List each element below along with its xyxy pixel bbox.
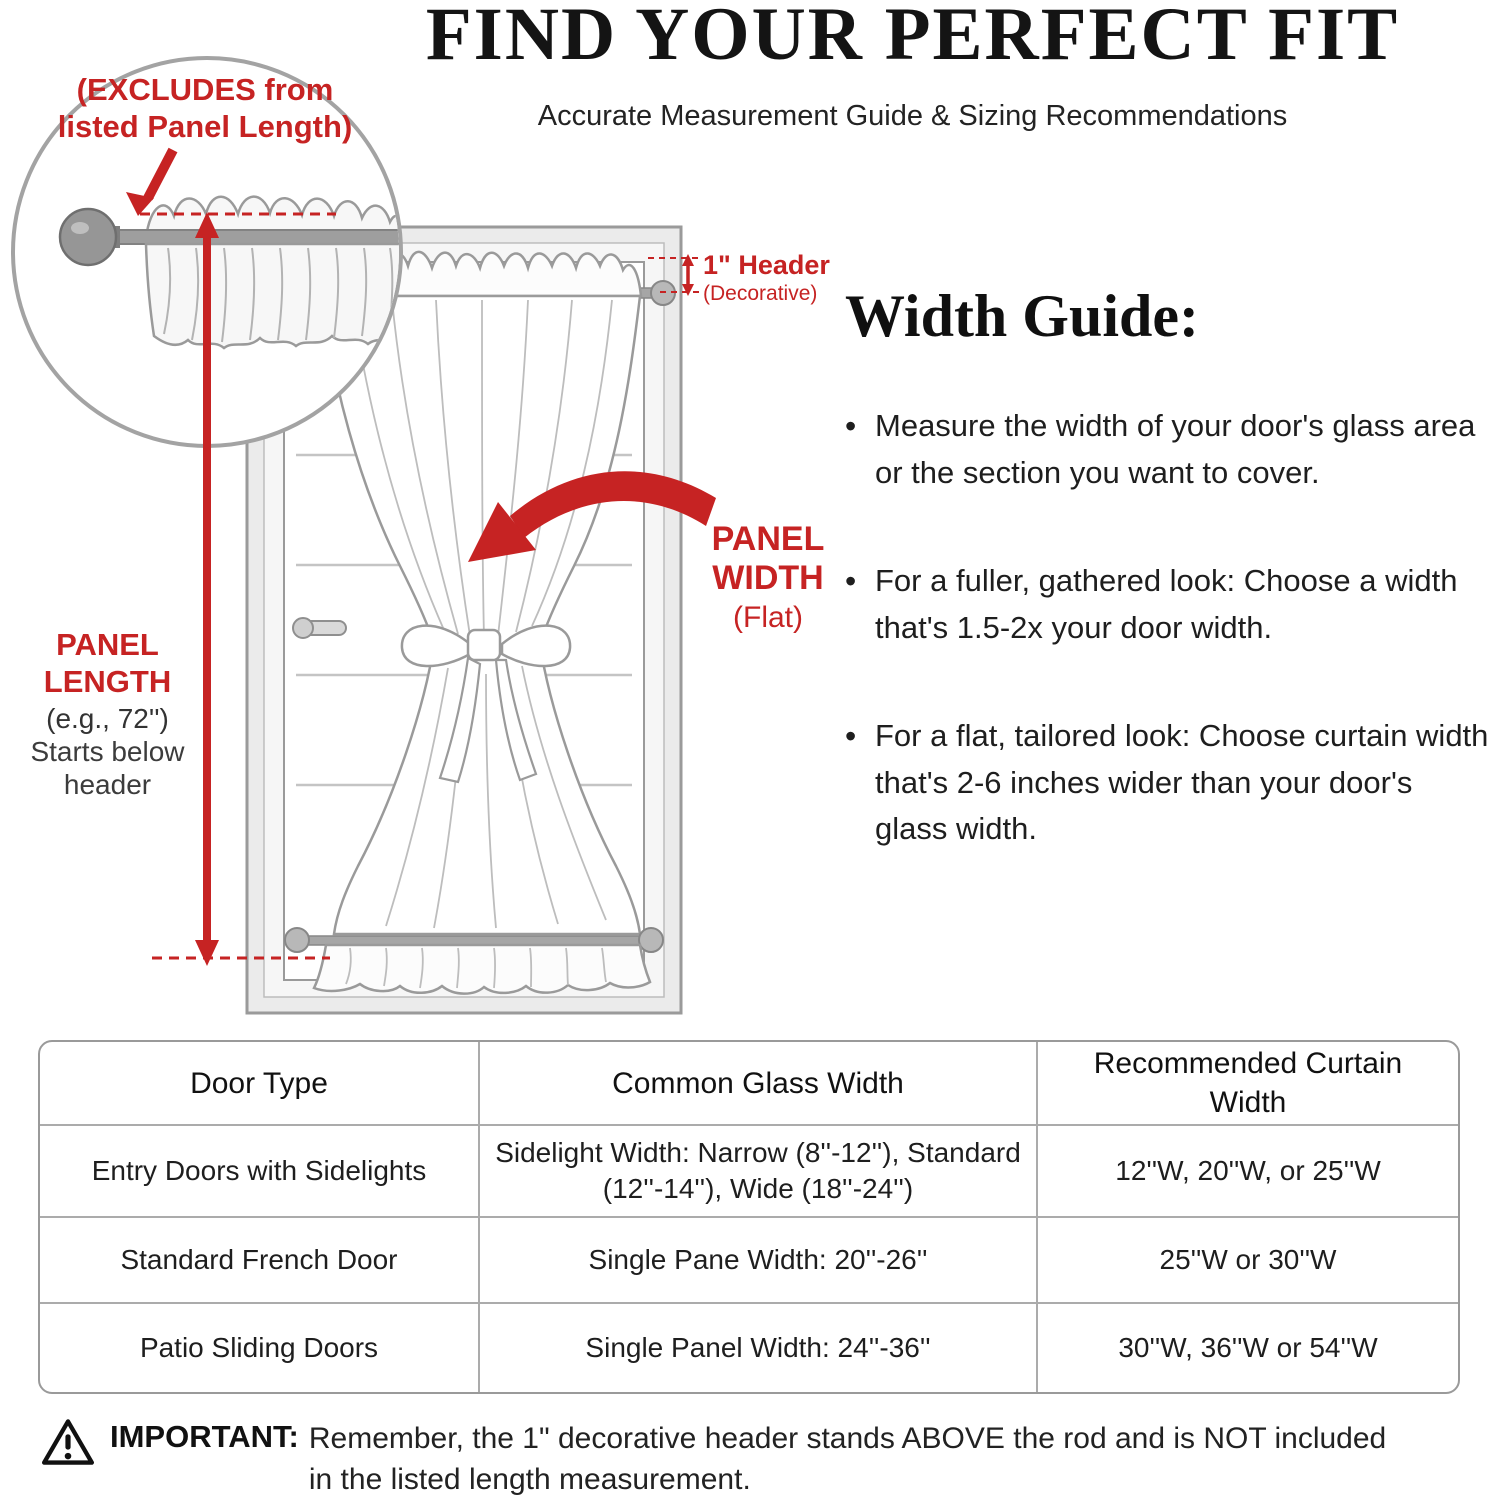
important-label: IMPORTANT: — [110, 1419, 299, 1454]
panel-width-title: PANEL WIDTH — [711, 520, 825, 598]
panel-length-arrow-icon — [152, 212, 330, 966]
header-measure-arrow-icon — [648, 254, 702, 296]
table-header-door-type: Door Type — [40, 1042, 480, 1126]
excludes-note-line2: listed Panel Length) — [57, 108, 353, 144]
rod-finial-icon — [58, 207, 120, 267]
table-cell: Standard French Door — [40, 1218, 480, 1304]
table-cell: Single Panel Width: 24''-36'' — [480, 1304, 1038, 1392]
door-handle-icon — [292, 617, 347, 639]
width-guide-list: Measure the width of your door's glass a… — [845, 402, 1493, 853]
panel-length-note: Starts below header — [30, 736, 185, 801]
measurement-illustration — [11, 56, 716, 1015]
sizing-table: Door Type Common Glass Width Recommended… — [38, 1040, 1460, 1394]
table-header-glass-width: Common Glass Width — [480, 1042, 1038, 1126]
table-cell: 12''W, 20''W, or 25''W — [1038, 1126, 1458, 1218]
tieback-bow — [400, 624, 572, 784]
panel-length-example: (e.g., 72'') — [46, 703, 169, 735]
header-callout-title: 1" Header — [703, 250, 830, 280]
table-cell: 30''W, 36''W or 54''W — [1118, 1331, 1378, 1363]
panel-length-label: PANEL LENGTH (e.g., 72'') Starts below h… — [15, 626, 200, 801]
important-note: IMPORTANT: Remember, the 1" decorative h… — [42, 1412, 1472, 1500]
warning-triangle-icon — [42, 1419, 94, 1465]
bottom-rod — [284, 927, 664, 953]
bottom-ruffle — [312, 943, 652, 995]
excludes-arrow-icon — [126, 147, 178, 216]
width-guide-bullet: Measure the width of your door's glass a… — [845, 402, 1493, 496]
page-subtitle: Accurate Measurement Guide & Sizing Reco… — [537, 100, 1288, 132]
table-cell: Sidelight Width: Narrow (8''-12''), Stan… — [480, 1126, 1038, 1218]
excludes-note: (EXCLUDES from listed Panel Length) — [40, 72, 370, 145]
table-cell: Patio Sliding Doors — [40, 1304, 480, 1392]
magnified-rod — [111, 229, 399, 245]
table-cell: Entry Doors with Sidelights — [40, 1126, 480, 1218]
header-callout-subtitle: (Decorative) — [703, 281, 818, 305]
important-text: Remember, the 1" decorative header stand… — [308, 1422, 1387, 1496]
panel-width-label: PANEL WIDTH (Flat) — [688, 520, 848, 636]
panel-width-note: (Flat) — [733, 601, 803, 635]
header-callout: 1" Header (Decorative) — [703, 250, 923, 307]
curtain-panel — [284, 250, 676, 995]
width-guide-heading: Width Guide: — [845, 283, 1199, 349]
panel-length-title: PANEL LENGTH — [43, 627, 172, 700]
excludes-note-line1: (EXCLUDES from — [76, 72, 334, 107]
page-title: FIND YOUR PERFECT FIT — [425, 0, 1400, 76]
panel-width-arrow-icon — [468, 471, 716, 562]
width-guide-section: Width Guide: Measure the width of your d… — [845, 282, 1493, 915]
table-cell: Single Pane Width: 20''-26'' — [480, 1218, 1038, 1304]
table-header-curtain-width: Recommended Curtain Width — [1038, 1042, 1458, 1126]
table-cell: 25''W or 30''W — [1038, 1218, 1458, 1304]
width-guide-bullet: For a flat, tailored look: Choose curtai… — [845, 712, 1493, 853]
width-guide-bullet: For a fuller, gathered look: Choose a wi… — [845, 557, 1493, 651]
